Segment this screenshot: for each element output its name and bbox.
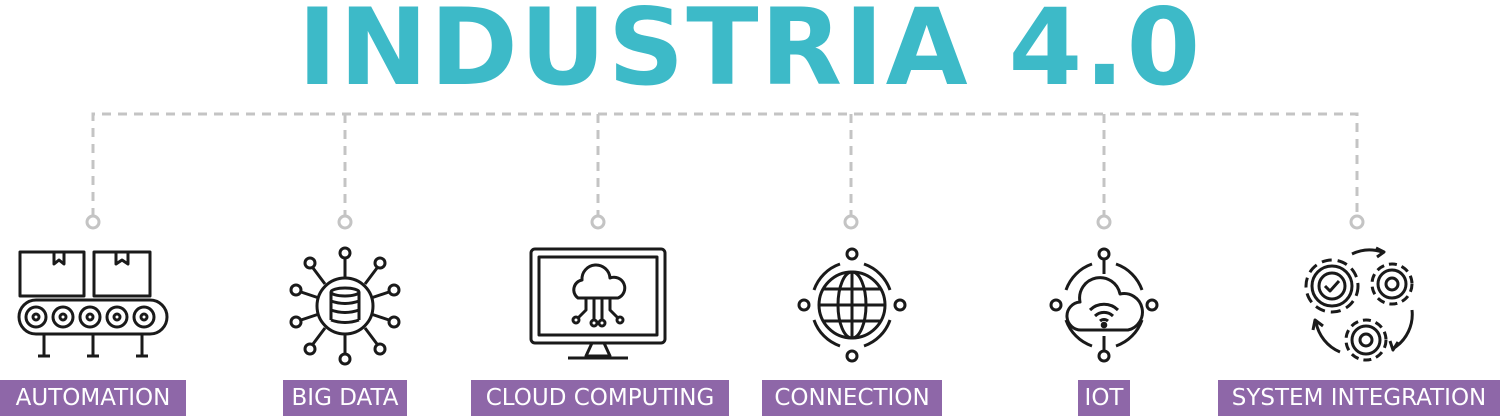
database-network-icon	[289, 246, 401, 366]
connector-node	[843, 214, 859, 230]
label-cloud-computing: CLOUD COMPUTING	[471, 380, 729, 416]
conveyor-belt-icon	[17, 250, 169, 358]
page-title: INDUSTRIA 4.0	[297, 0, 1203, 109]
connector-node	[1096, 214, 1112, 230]
label-system-integration: SYSTEM INTEGRATION	[1218, 380, 1500, 416]
label-iot: IOT	[1078, 380, 1130, 416]
label-automation: AUTOMATION	[0, 380, 186, 416]
connector-node	[590, 214, 606, 230]
wifi-cloud-icon	[1049, 247, 1159, 363]
gears-cycle-icon	[1304, 246, 1414, 362]
connector-lines	[85, 112, 1365, 230]
globe-network-icon	[797, 247, 907, 363]
label-connection: CONNECTION	[762, 380, 942, 416]
connector-node	[1349, 214, 1365, 230]
cloud-monitor-icon	[529, 247, 667, 360]
label-big-data: BIG DATA	[283, 380, 407, 416]
connector-node	[85, 214, 101, 230]
connector-node	[337, 214, 353, 230]
